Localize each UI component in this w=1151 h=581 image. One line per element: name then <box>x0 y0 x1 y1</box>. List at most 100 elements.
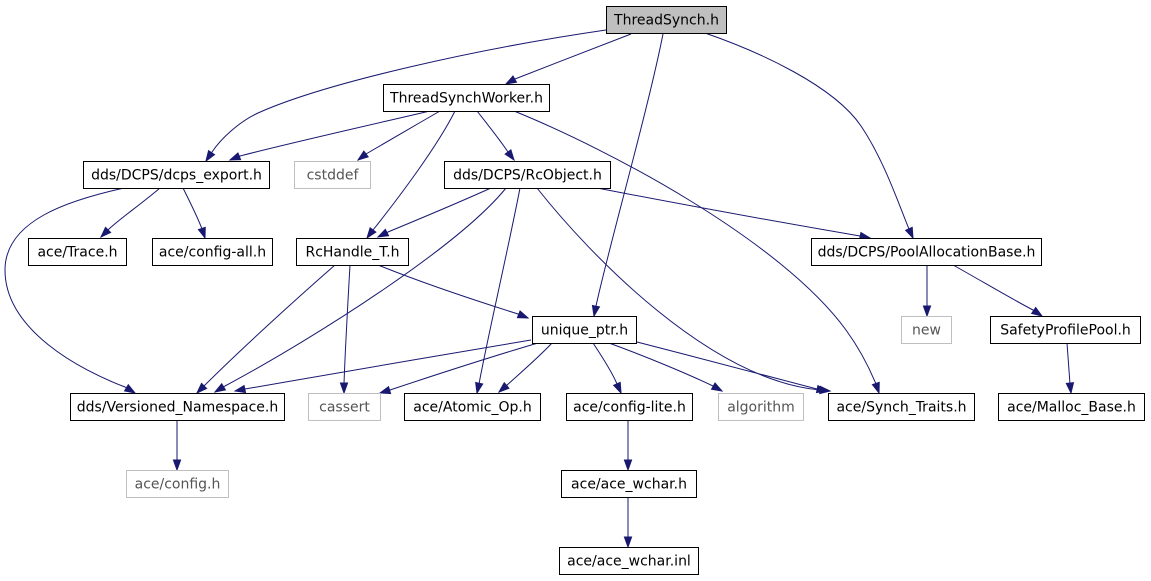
node-label: new <box>912 323 941 339</box>
node-label: ace/Atomic_Op.h <box>413 400 531 416</box>
node-label: ace/Malloc_Base.h <box>1007 400 1136 416</box>
arrowhead-icon <box>497 381 510 393</box>
edge-unique_ptr-to-versioned_ns <box>233 339 532 394</box>
edge-threadsynchworker-to-rcobject <box>476 110 515 162</box>
edge-unique_ptr-to-synch_traits <box>636 341 829 394</box>
edge-line <box>505 33 632 85</box>
arrowhead-icon <box>591 304 601 318</box>
arrowhead-icon <box>516 310 530 319</box>
node-box <box>828 393 975 421</box>
node-synch_traits[interactable]: ace/Synch_Traits.h <box>828 393 975 421</box>
edge-rcobject-to-synch_traits <box>536 187 832 395</box>
arrowhead-icon <box>228 152 242 161</box>
node-label: ace/config.h <box>135 477 221 493</box>
node-box <box>383 84 550 112</box>
arrowhead-icon <box>623 536 633 549</box>
edge-line <box>513 110 880 394</box>
node-label: ThreadSynchWorker.h <box>389 91 543 107</box>
edge-line <box>357 110 441 161</box>
edge-safetyprofilepool-to-malloc_base <box>1065 342 1075 395</box>
node-box <box>308 393 381 421</box>
node-malloc_base[interactable]: ace/Malloc_Base.h <box>998 393 1145 421</box>
node-label: ace/Synch_Traits.h <box>836 400 966 416</box>
node-box <box>811 238 1042 266</box>
node-ace_wchar[interactable]: ace/ace_wchar.h <box>561 470 697 498</box>
node-unique_ptr[interactable]: unique_ptr.h <box>532 316 637 344</box>
node-box <box>606 6 727 34</box>
node-ace_trace[interactable]: ace/Trace.h <box>28 238 127 266</box>
node-box <box>566 393 693 421</box>
node-ace_wchar_inl[interactable]: ace/ace_wchar.inl <box>559 547 699 575</box>
node-dcps_export[interactable]: dds/DCPS/dcps_export.h <box>83 161 270 189</box>
arrowhead-icon <box>504 75 518 85</box>
node-label: dds/Versioned_Namespace.h <box>77 400 278 416</box>
arrowhead-icon <box>623 459 633 472</box>
arrowhead-icon <box>1030 306 1044 317</box>
node-cstddef: cstddef <box>294 161 371 189</box>
edge-line <box>377 264 529 319</box>
node-config_lite[interactable]: ace/config-lite.h <box>566 393 693 421</box>
arrowhead-icon <box>99 226 112 239</box>
node-box <box>532 316 637 344</box>
node-label: cassert <box>319 400 370 416</box>
arrowhead-icon <box>922 305 932 318</box>
node-box <box>28 238 127 266</box>
arrowhead-icon <box>904 226 914 240</box>
node-label: dds/DCPS/dcps_export.h <box>91 168 262 184</box>
arrowhead-icon <box>195 382 208 395</box>
arrowhead-icon <box>205 149 216 163</box>
node-box <box>294 161 371 189</box>
node-algorithm: algorithm <box>718 393 804 421</box>
arrowhead-icon <box>815 384 829 394</box>
edge-unique_ptr-to-algorithm <box>608 342 724 392</box>
node-label: dds/DCPS/RcObject.h <box>453 168 602 184</box>
edge-line <box>536 187 831 392</box>
node-box <box>152 238 273 266</box>
edge-rchandle-to-cassert <box>339 264 351 395</box>
edge-line <box>498 342 553 393</box>
node-label: SafetyProfilePool.h <box>1000 323 1131 339</box>
edge-line <box>234 339 532 392</box>
edge-rchandle-to-versioned_ns <box>195 264 336 395</box>
node-rcobject[interactable]: dds/DCPS/RcObject.h <box>444 161 611 189</box>
edge-line <box>952 264 1043 317</box>
edge-line <box>476 187 521 394</box>
edge-threadsynch-to-unique_ptr <box>591 33 664 318</box>
node-box <box>126 470 229 498</box>
edge-rcobject-to-poolallocbase <box>596 187 872 241</box>
edge-rchandle-to-unique_ptr <box>377 264 530 319</box>
node-label: algorithm <box>727 400 795 416</box>
edge-threadsynch-to-threadsynchworker <box>504 33 632 85</box>
edge-unique_ptr-to-atomic_op <box>497 342 553 393</box>
node-box <box>559 547 699 575</box>
edge-dcps_export-to-ace_config_all <box>182 187 206 240</box>
edge-threadsynch-to-poolallocbase <box>704 32 914 240</box>
node-label: ace/ace_wchar.inl <box>567 554 691 570</box>
node-safetyprofilepool[interactable]: SafetyProfilePool.h <box>990 316 1141 344</box>
node-ace_config_all[interactable]: ace/config-all.h <box>152 238 273 266</box>
node-poolallocbase[interactable]: dds/DCPS/PoolAllocationBase.h <box>811 238 1042 266</box>
node-box <box>718 393 804 421</box>
arrowhead-icon <box>871 381 880 395</box>
edge-poolallocbase-to-new <box>922 265 932 318</box>
edge-line <box>593 33 664 317</box>
node-atomic_op[interactable]: ace/Atomic_Op.h <box>404 393 541 421</box>
edge-dcps_export-to-versioned_ns <box>4 187 137 394</box>
node-box <box>83 161 270 189</box>
arrowhead-icon <box>233 384 247 394</box>
node-versioned_ns[interactable]: dds/Versioned_Namespace.h <box>70 393 285 421</box>
edge-line <box>608 342 723 392</box>
node-threadsynch[interactable]: ThreadSynch.h <box>606 6 727 34</box>
node-threadsynchworker[interactable]: ThreadSynchWorker.h <box>383 84 550 112</box>
node-rchandle[interactable]: RcHandle_T.h <box>296 238 409 266</box>
arrowhead-icon <box>612 381 622 395</box>
edge-threadsynchworker-to-cstddef <box>356 110 441 161</box>
node-label: ace/Trace.h <box>37 245 117 261</box>
edge-rcobject-to-atomic_op <box>475 187 521 395</box>
edge-line <box>343 264 351 393</box>
node-label: ace/ace_wchar.h <box>571 477 687 493</box>
edge-line <box>196 264 336 394</box>
node-box <box>70 393 285 421</box>
arrowhead-icon <box>172 459 182 472</box>
